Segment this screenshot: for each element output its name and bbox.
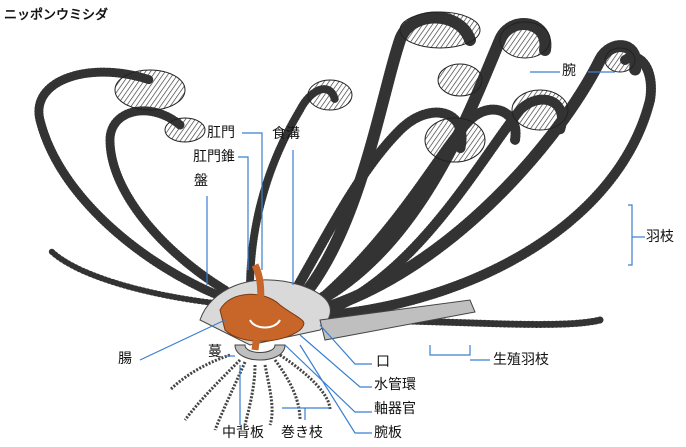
label-mouth: 口	[376, 354, 390, 370]
label-centrodorsal: 中背板	[222, 425, 264, 441]
leader-lines	[139, 71, 645, 434]
label-pinnule: 羽枝	[646, 229, 674, 245]
label-brachial: 腕板	[374, 425, 402, 441]
label-anal-cone: 肛門錐	[193, 149, 235, 165]
label-anus: 肛門	[207, 125, 235, 141]
label-axial-organ: 軸器官	[374, 401, 416, 417]
arm-tip-curls	[114, 11, 636, 163]
label-arm: 腕	[562, 63, 576, 79]
label-genital-pinnule: 生殖羽枝	[493, 352, 549, 368]
label-disc: 盤	[194, 173, 208, 189]
label-intestine: 腸	[118, 351, 132, 367]
label-water-ring: 水管環	[374, 377, 416, 393]
label-cirrus: 蔓	[208, 344, 222, 360]
label-food-groove: 食溝	[272, 126, 300, 142]
label-cirri-branch: 巻き枝	[281, 425, 323, 441]
body	[199, 263, 476, 361]
cirri	[168, 353, 332, 431]
arms	[34, 11, 656, 328]
diagram-title: ニッポンウミシダ	[4, 8, 109, 23]
